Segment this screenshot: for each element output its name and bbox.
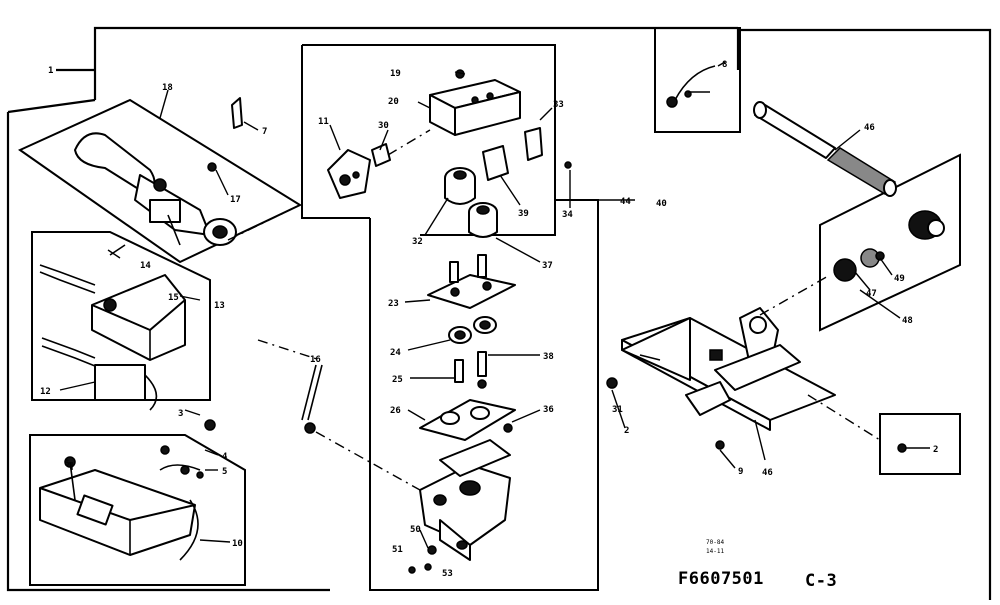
left-lower-panel bbox=[29, 434, 246, 586]
page-reference: C-3 bbox=[805, 571, 837, 591]
screw-53 bbox=[424, 563, 432, 571]
footer: 70-84 14-11 F6607501 C-3 bbox=[678, 539, 837, 591]
callout-labels: 1 18 7 17 14 15 13 12 3 4 6 5 10 16 11 1… bbox=[40, 60, 938, 579]
pipe-16 bbox=[301, 364, 323, 434]
bracket-20 bbox=[429, 79, 521, 136]
callout-47: 47 bbox=[866, 289, 877, 299]
callout-19: 19 bbox=[390, 69, 401, 79]
spring-36 bbox=[477, 351, 487, 377]
left-middle-panel bbox=[31, 231, 211, 401]
screw-50 bbox=[427, 545, 437, 555]
callout-50: 50 bbox=[410, 525, 421, 535]
callout-4: 4 bbox=[222, 452, 228, 462]
gasket-38 bbox=[482, 145, 509, 181]
screw-36b bbox=[503, 423, 513, 433]
callout-36: 36 bbox=[543, 405, 554, 415]
callout-49: 49 bbox=[894, 274, 905, 284]
callout-7: 7 bbox=[262, 127, 267, 137]
callout-12: 12 bbox=[40, 387, 51, 397]
callout-17: 17 bbox=[230, 195, 241, 205]
thermocouple-assembly bbox=[39, 244, 186, 411]
callout-34: 34 bbox=[562, 210, 573, 220]
knob-32 bbox=[444, 167, 476, 205]
right-tilted-panel bbox=[819, 153, 961, 332]
callout-3: 3 bbox=[178, 409, 183, 419]
callout-8: 8 bbox=[722, 60, 727, 70]
tube-46 bbox=[753, 101, 897, 197]
callout-48: 48 bbox=[902, 316, 913, 326]
callout-53: 53 bbox=[442, 569, 453, 579]
callout-33: 33 bbox=[553, 100, 564, 110]
callout-26: 26 bbox=[390, 406, 401, 416]
callout-23: 23 bbox=[388, 299, 399, 309]
callout-20: 20 bbox=[388, 97, 399, 107]
burner-plate bbox=[606, 307, 907, 453]
callout-13: 13 bbox=[214, 301, 225, 311]
part-code: F6607501 bbox=[678, 569, 764, 589]
clip-part bbox=[231, 97, 243, 129]
footer-note-2: 14-11 bbox=[706, 548, 724, 555]
callout-24: 24 bbox=[390, 348, 401, 358]
callout-16: 16 bbox=[310, 355, 321, 365]
callout-38: 38 bbox=[543, 352, 554, 362]
callout-25: 25 bbox=[392, 375, 403, 385]
frame-lines bbox=[6, 26, 992, 600]
clip-8 bbox=[666, 65, 716, 108]
screw-34 bbox=[564, 161, 572, 169]
bracket-33 bbox=[524, 127, 543, 161]
gas-valve-assembly bbox=[39, 419, 216, 561]
valve-37 bbox=[468, 202, 498, 238]
callout-5: 5 bbox=[222, 467, 227, 477]
plate-23 bbox=[427, 254, 516, 309]
callout-9: 9 bbox=[738, 467, 743, 477]
fitting-assembly bbox=[833, 210, 945, 282]
callout-11: 11 bbox=[318, 117, 329, 127]
callout-10: 10 bbox=[232, 539, 243, 549]
callout-37: 37 bbox=[542, 261, 553, 271]
screw-51 bbox=[408, 566, 416, 574]
callout-30: 30 bbox=[378, 121, 389, 131]
bottom-right-frame bbox=[879, 413, 961, 475]
callout-14: 14 bbox=[140, 261, 151, 271]
callout-1: 1 bbox=[48, 66, 53, 76]
valve-body bbox=[419, 439, 511, 561]
callout-46b: 46 bbox=[762, 468, 773, 478]
callout-51: 51 bbox=[392, 545, 403, 555]
footer-note-1: 70-84 bbox=[706, 539, 724, 546]
leader-lines bbox=[59, 61, 930, 549]
diaphragms-24 bbox=[448, 316, 497, 344]
callout-6: 6 bbox=[64, 459, 69, 469]
spring-25 bbox=[454, 359, 464, 383]
callout-46: 46 bbox=[864, 123, 875, 133]
callout-40: 40 bbox=[656, 199, 667, 209]
callout-31: 31 bbox=[612, 405, 623, 415]
burner-tube-assembly bbox=[74, 132, 237, 246]
callout-39: 39 bbox=[518, 209, 529, 219]
screw-17 bbox=[207, 162, 217, 172]
top-right-frame bbox=[654, 27, 741, 133]
callout-18: 18 bbox=[162, 83, 173, 93]
callout-32: 32 bbox=[412, 237, 423, 247]
callout-44: 44 bbox=[620, 197, 631, 207]
regulator-11 bbox=[327, 143, 391, 199]
left-upper-panel bbox=[17, 98, 303, 264]
callout-2: 2 bbox=[624, 426, 629, 436]
center-lines bbox=[227, 129, 881, 491]
plate-26 bbox=[419, 399, 516, 441]
callout-2b: 2 bbox=[933, 445, 938, 455]
callout-15: 15 bbox=[168, 293, 179, 303]
